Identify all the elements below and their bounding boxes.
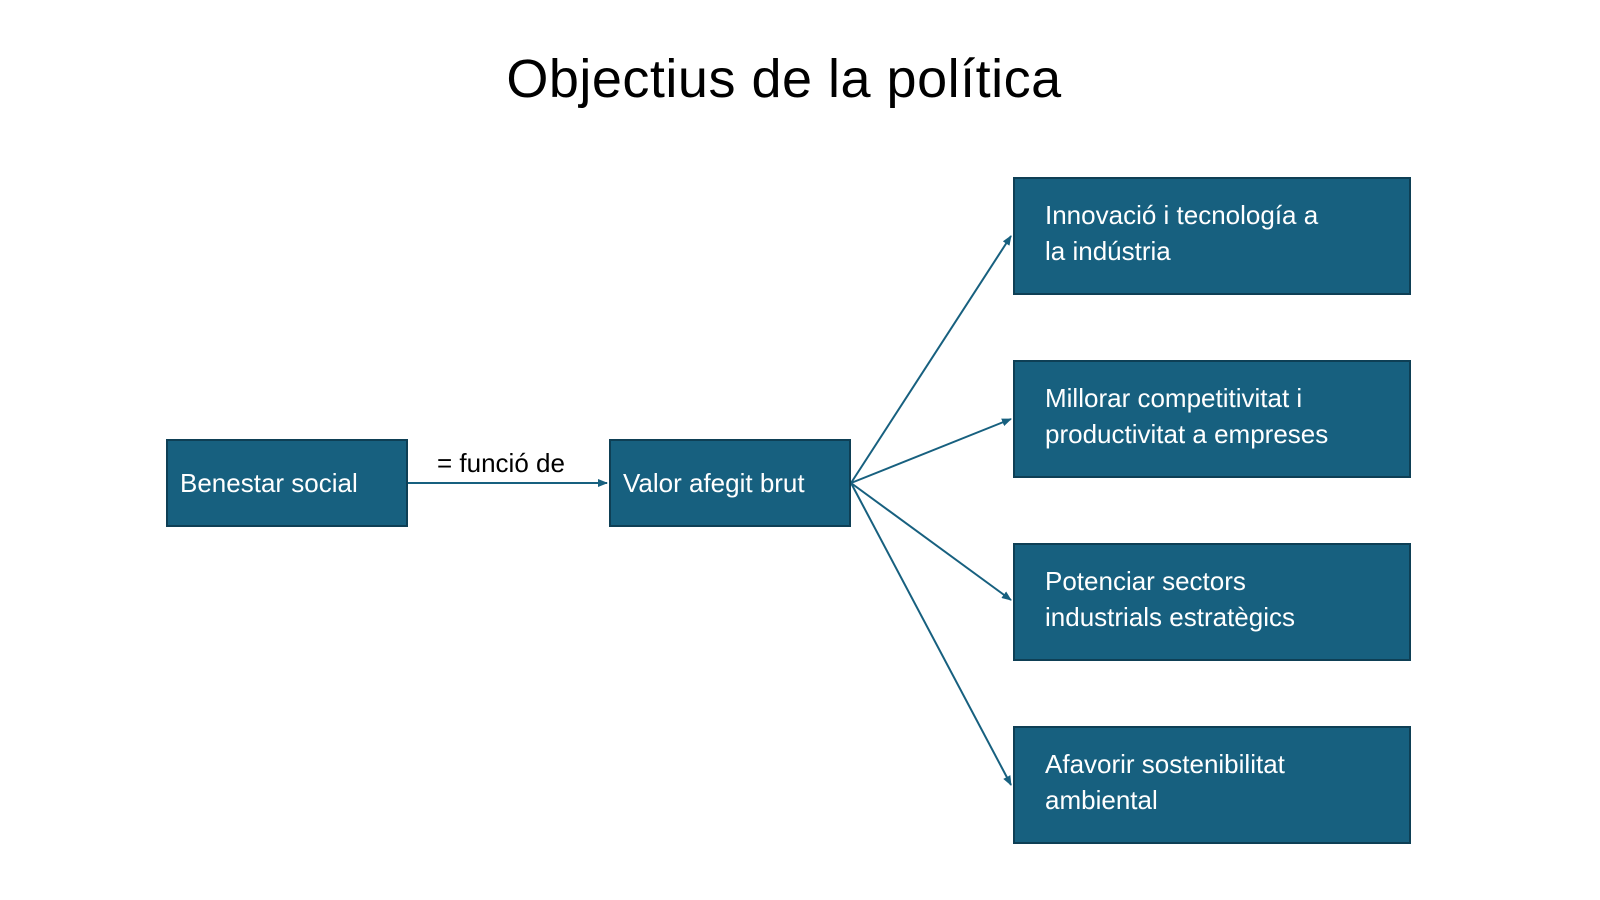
valor-afegit-brut-node: Valor afegit brut	[609, 439, 851, 527]
benestar-social-label: Benestar social	[180, 468, 358, 498]
objective-competitivitat-line1: Millorar competitivitat i	[1045, 383, 1303, 413]
relation-label: = funció de	[437, 448, 565, 478]
arrow-valor-to-objective-3	[850, 482, 1012, 601]
objective-sectors-line2: industrials estratègics	[1045, 602, 1295, 632]
objective-innovacio-line1: Innovació i tecnología a	[1045, 200, 1319, 230]
objective-competitivitat-line2: productivitat a empreses	[1045, 419, 1329, 449]
objective-competitivitat-node: Millorar competitivitat i productivitat …	[1013, 360, 1411, 478]
arrow-valor-to-objective-1	[850, 235, 1012, 484]
benestar-social-node: Benestar social	[166, 439, 408, 527]
page-title: Objectius de la política	[506, 49, 1062, 109]
objective-sostenibilitat-line1: Afavorir sostenibilitat	[1045, 749, 1285, 779]
objective-sostenibilitat-line2: ambiental	[1045, 785, 1158, 815]
arrow-valor-to-objective-2	[850, 418, 1012, 484]
objective-sostenibilitat-node: Afavorir sostenibilitat ambiental	[1013, 726, 1411, 844]
objective-innovacio-line2: la indústria	[1045, 236, 1171, 266]
objective-sectors-node: Potenciar sectors industrials estratègic…	[1013, 543, 1411, 661]
arrow-valor-to-objective-4	[850, 482, 1012, 786]
objective-innovacio-node: Innovació i tecnología a la indústria	[1013, 177, 1411, 295]
objective-sectors-line1: Potenciar sectors	[1045, 566, 1246, 596]
valor-afegit-brut-label: Valor afegit brut	[623, 468, 805, 498]
